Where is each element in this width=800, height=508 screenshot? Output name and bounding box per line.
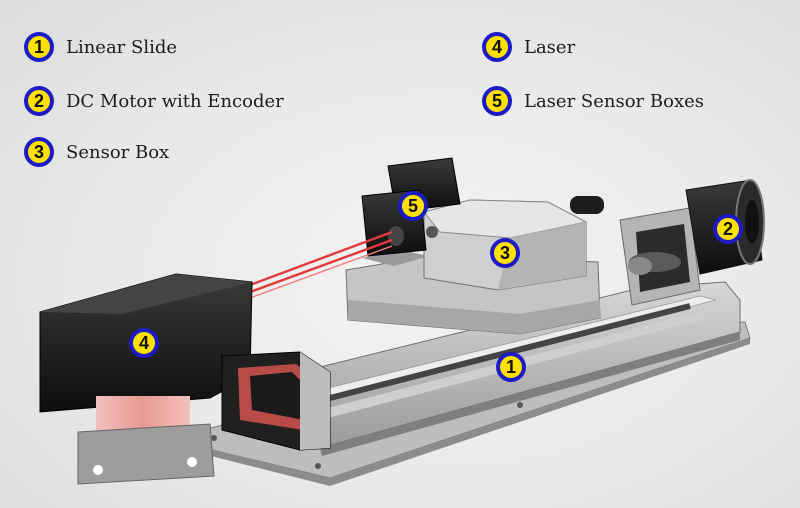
callout-badge-dc-motor: 2 (713, 214, 743, 244)
legend-label: DC Motor with Encoder (66, 90, 284, 112)
number-badge: 4 (482, 32, 512, 62)
sensor-box-carriage (345, 196, 604, 335)
callout-badge-laser-sensor-boxes: 5 (398, 191, 428, 221)
motor-end-housing (619, 207, 701, 306)
legend-label: Laser Sensor Boxes (524, 90, 704, 112)
callout-badge-laser: 4 (129, 328, 159, 358)
number-badge: 5 (482, 86, 512, 116)
legend-item-sensor-box: 3 Sensor Box (24, 137, 169, 167)
number-badge: 2 (24, 86, 54, 116)
legend-item-linear-slide: 1 Linear Slide (24, 32, 177, 62)
number-badge: 1 (24, 32, 54, 62)
legend-item-laser-sensor-boxes: 5 Laser Sensor Boxes (482, 86, 704, 116)
legend-item-dc-motor: 2 DC Motor with Encoder (24, 86, 284, 116)
legend-label: Laser (524, 36, 576, 58)
callout-badge-sensor-box: 3 (490, 238, 520, 268)
legend-item-laser: 4 Laser (482, 32, 575, 62)
number-badge: 3 (24, 137, 54, 167)
laser-beams (249, 230, 393, 299)
legend-label: Linear Slide (66, 36, 178, 58)
slide-front-end-block (221, 351, 331, 451)
callout-badge-linear-slide: 1 (496, 352, 526, 382)
legend-label: Sensor Box (66, 141, 170, 163)
